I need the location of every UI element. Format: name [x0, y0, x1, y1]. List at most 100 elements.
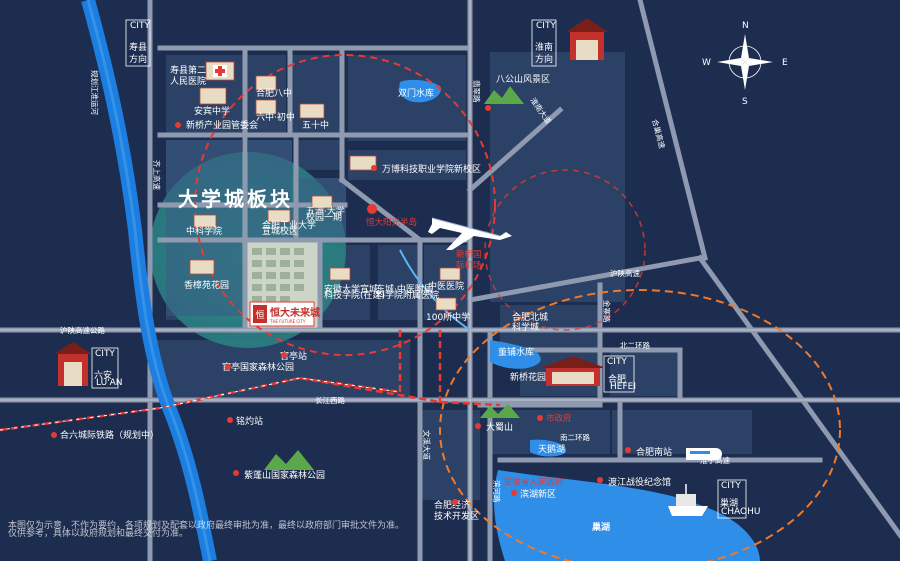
poi-shangpai-1: 东城·中医附属	[376, 283, 433, 295]
shuangmen-reservoir	[399, 79, 442, 103]
direction-sign-shouxian: CITY 寿县 方向	[125, 19, 150, 67]
poi-shuangmen: 双门水库	[398, 87, 434, 99]
train-icon	[686, 448, 722, 460]
ring-range-2	[439, 289, 841, 561]
poi-zidong: 紫蓬山国家森林公园	[244, 469, 325, 481]
hospital-icon	[213, 65, 227, 77]
project-name: 恒大未来城	[270, 306, 320, 319]
label-jinggang: 翡翠路	[472, 80, 482, 103]
svg-text:CITY: CITY	[721, 481, 741, 491]
poi-hefei-south: 合肥南站	[636, 446, 672, 458]
poi-hefei-univ-1: 合肥工业大学	[262, 219, 316, 231]
svg-text:六安: 六安	[94, 369, 112, 381]
label-zhongshan: 齐上高速	[152, 160, 162, 190]
svg-text:LU'AN: LU'AN	[96, 378, 123, 388]
poi-no50: 五十中	[302, 119, 329, 131]
poi-binhu: 滨湖新区	[520, 488, 556, 500]
poi-city-gov: 市政府	[546, 413, 572, 424]
direction-sign-huainan: CITY 淮南 方向	[531, 19, 556, 67]
poi-dashushan: 大蜀山	[486, 421, 513, 433]
label-wenxi: 文溪大道	[422, 430, 432, 460]
poi-shexian-2: 科学城	[512, 321, 539, 333]
svg-text:HEFEI: HEFEI	[610, 382, 636, 392]
rail-lines-white	[0, 377, 401, 431]
label-gaotie: 滨河路	[492, 480, 502, 503]
poi-anhui-people: 安徽省人民政府	[504, 477, 564, 488]
poi-hefei-lu-rail: 合六城际铁路（规划中）	[60, 429, 159, 441]
compass-n: N	[742, 21, 749, 31]
compass-icon	[717, 34, 773, 90]
label-beiyi-huan: 北二环路	[620, 340, 650, 350]
airplane-icon	[428, 217, 512, 250]
poi-guanting: 官亭国家森林公园	[222, 361, 294, 373]
poi-anhui-univ-2: 科技学院(在建)	[324, 289, 385, 301]
pavilion-icon-hefei	[540, 356, 606, 386]
poi-airport-2: 际机场	[456, 260, 482, 271]
poi-shangpai-2: 科学院附属医院	[376, 289, 439, 301]
poi-econ-2: 技术开发区	[434, 510, 479, 522]
label-hu-shaan: 沪陕高速公路	[60, 325, 105, 335]
poi-shexian-1: 合肥北城	[512, 311, 548, 323]
compass-s: S	[742, 97, 748, 107]
poi-sun-garden: 新桥花园	[510, 371, 546, 383]
poi-airport-1: 新桥国	[456, 249, 482, 260]
poi-mingzhou-station: 铭灼站	[236, 415, 263, 427]
poi-chaohu-lake: 巢湖	[591, 521, 610, 533]
svg-text:CITY: CITY	[607, 357, 627, 367]
svg-text:CHAOHU: CHAOHU	[721, 507, 761, 517]
city-card-chaohu: CITY 巢湖 CHAOHU	[717, 479, 761, 519]
compass-w: W	[702, 58, 711, 68]
svg-text:巢湖: 巢湖	[720, 497, 738, 509]
poi-xinqiao-committee: 新桥产业园管委会	[186, 119, 258, 131]
label-nan-erhuan: 南二环路	[560, 432, 590, 442]
mountain-icons	[264, 86, 524, 470]
svg-text:CITY: CITY	[536, 21, 556, 31]
tianehu-lake	[530, 439, 567, 457]
svg-text:CITY: CITY	[130, 21, 150, 31]
poi-chengxi-garden: 香樟苑花园	[184, 279, 229, 291]
river-highlight	[86, 0, 212, 561]
svg-text:CITY: CITY	[95, 349, 115, 359]
poi-tianehu: 天鹅湖	[538, 443, 565, 455]
svg-text:方向: 方向	[129, 53, 147, 65]
poi-zhongke: 中科学院	[186, 225, 222, 237]
city-card-luan: CITY 六安 LU'AN	[91, 347, 123, 389]
poi-shouxian-hospital-2: 人民医院	[170, 75, 206, 87]
pavilion-icon	[566, 18, 608, 60]
svg-text:方向: 方向	[535, 53, 553, 65]
dongpu-reservoir	[490, 340, 541, 369]
footer-note: 本图仅为示意，不作为要约，各项规划及配套以政府最终审批为准，最终以政府部门审批文…	[8, 519, 404, 531]
creek	[399, 249, 471, 331]
poi-mid-school: 100所中学	[426, 311, 470, 323]
poi-wanbo: 万博科技职业学院新校区	[382, 163, 481, 175]
label-changjiang-west: 长江西路	[315, 395, 345, 405]
poi-hospital-west: 中医医院	[428, 280, 464, 292]
svg-text:淮南: 淮南	[535, 41, 553, 53]
ring-range-1	[194, 54, 496, 356]
poi-guanting-station: 官亭站	[280, 350, 307, 362]
poi-hefei-univ-2: 宣城校区	[262, 225, 298, 237]
poi-anhui-middle: 安宾中学	[194, 105, 230, 117]
poi-anhui-univ-1: 安徽大学宣城	[324, 283, 378, 295]
poi-bagongshan: 八公山风景区	[496, 74, 550, 85]
pavilion-icon-luan	[54, 342, 92, 386]
city-card-hefei: CITY 合肥 HEFEI	[603, 355, 636, 393]
project-badge: 恒	[255, 309, 264, 321]
label-hu-shaan-east: 沪陕高速	[610, 268, 640, 278]
poi-bohai: 渡江战役纪念馆	[608, 476, 671, 488]
pin-icons	[51, 105, 631, 505]
chaohu-lake	[494, 470, 760, 561]
poi-xiangmu-2: 校园一期	[306, 211, 342, 223]
boat-icon	[668, 484, 708, 516]
ring-range-3	[484, 169, 646, 331]
project-label[interactable]: 恒 恒大未来城 THE FUTURE CITY	[249, 301, 320, 327]
poi-shouxian-hospital-1: 寿县第二	[170, 64, 206, 76]
poi-econ-1: 合肥经济	[434, 499, 470, 511]
poi-hengda-sunshine: 恒大阳光半岛	[366, 217, 417, 228]
poi-hefei-no8: 合肥八中	[256, 87, 292, 99]
poi-xiangmu-1: 五洲·大学	[306, 205, 345, 217]
label-jiaotong: 金寨路	[602, 300, 612, 323]
poi-hefei-no6: 六中·初中	[256, 111, 295, 123]
